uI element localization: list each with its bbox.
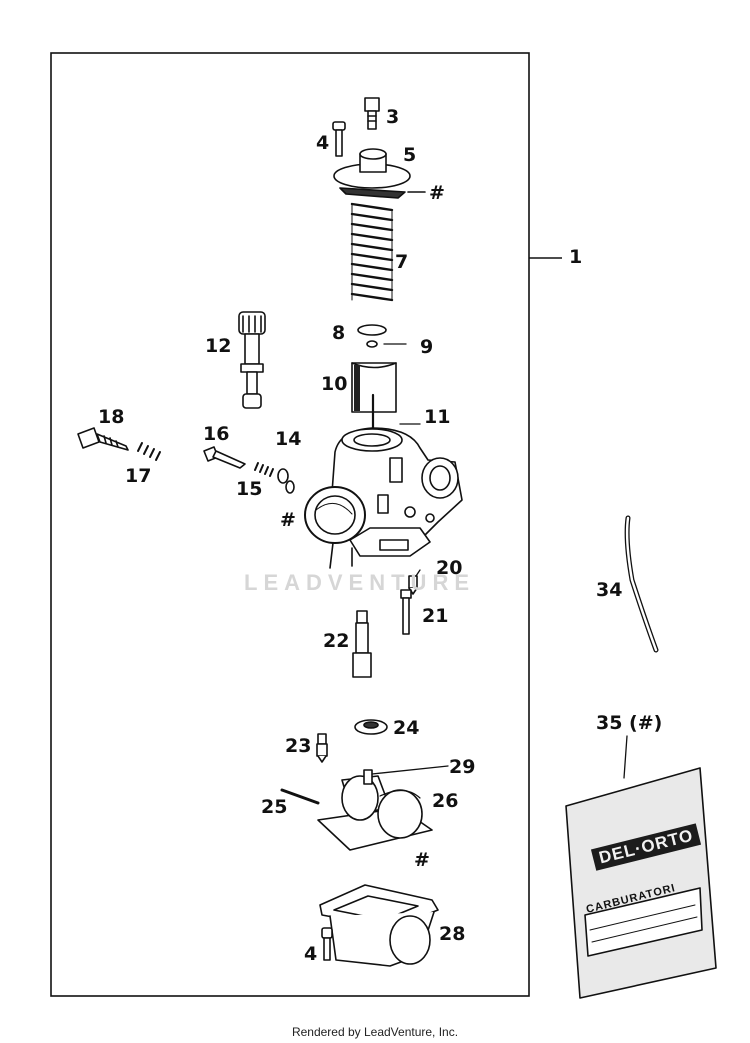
part-24-washer: [354, 719, 388, 735]
callout-15: 15: [236, 478, 263, 500]
callout-22: 22: [323, 630, 350, 652]
callout-7: 7: [395, 251, 409, 273]
callout-29: 29: [449, 756, 476, 778]
callout-5: 5: [403, 144, 417, 166]
part-10-slide: [351, 362, 397, 413]
part-26-float: [317, 769, 433, 851]
callout-1: 1: [569, 246, 583, 268]
part-5-top-cap: [333, 148, 426, 199]
footer-credit: Rendered by LeadVenture, Inc.: [291, 1025, 459, 1039]
callout-12: 12: [205, 335, 232, 357]
callout-hash: #: [280, 509, 296, 531]
part-oring-a: [285, 480, 295, 494]
callout-4: 4: [316, 132, 330, 154]
callout-10: 10: [321, 373, 348, 395]
callout-8: 8: [332, 322, 346, 344]
callout-18: 18: [98, 406, 125, 428]
part-4-bottom-screw: [321, 927, 333, 961]
part-3-screw: [364, 97, 380, 130]
callout-17: 17: [125, 465, 152, 487]
part-18-idle-screw: [77, 427, 129, 451]
part-22-emulsion-tube: [352, 610, 372, 678]
part-16-mixture-screw: [203, 446, 246, 469]
leader-lines: [371, 343, 628, 779]
callout-20: 20: [436, 557, 463, 579]
callout-hash: #: [429, 182, 445, 204]
callout-28: 28: [439, 923, 466, 945]
callout-24: 24: [393, 717, 420, 739]
watermark: LEADVENTURE: [244, 570, 476, 595]
part-4-screw: [332, 121, 346, 157]
part-9-clip: [366, 340, 378, 348]
assembly-frame: [50, 52, 530, 997]
part-15-spring: [254, 462, 274, 477]
callout-3: 3: [386, 106, 400, 128]
part-28-float-bowl: [319, 884, 439, 967]
part-8-washer: [357, 324, 387, 336]
part-12-choke: [238, 311, 266, 409]
callout-34: 34: [596, 579, 623, 601]
callout-21: 21: [422, 605, 449, 627]
part-21-needle-jet: [400, 589, 412, 635]
callout-14: 14: [275, 428, 302, 450]
callout-23: 23: [285, 735, 312, 757]
part-35-gasket-bag: [565, 767, 717, 999]
callout-35: 35 (#): [596, 712, 663, 734]
part-34-hose: [624, 515, 659, 653]
part-7-spring: [350, 202, 394, 302]
callout-26: 26: [432, 790, 459, 812]
callout-9: 9: [420, 336, 434, 358]
callout-25: 25: [261, 796, 288, 818]
part-23-float-needle: [316, 733, 328, 763]
callout-16: 16: [203, 423, 230, 445]
callout-11: 11: [424, 406, 451, 428]
part-17-spring: [137, 442, 161, 461]
part-25-pin: [280, 788, 320, 805]
callout-hash: #: [414, 849, 430, 871]
carburetor-body: [304, 427, 463, 569]
callout-4: 4: [304, 943, 318, 965]
part-14-washer: [277, 468, 289, 484]
